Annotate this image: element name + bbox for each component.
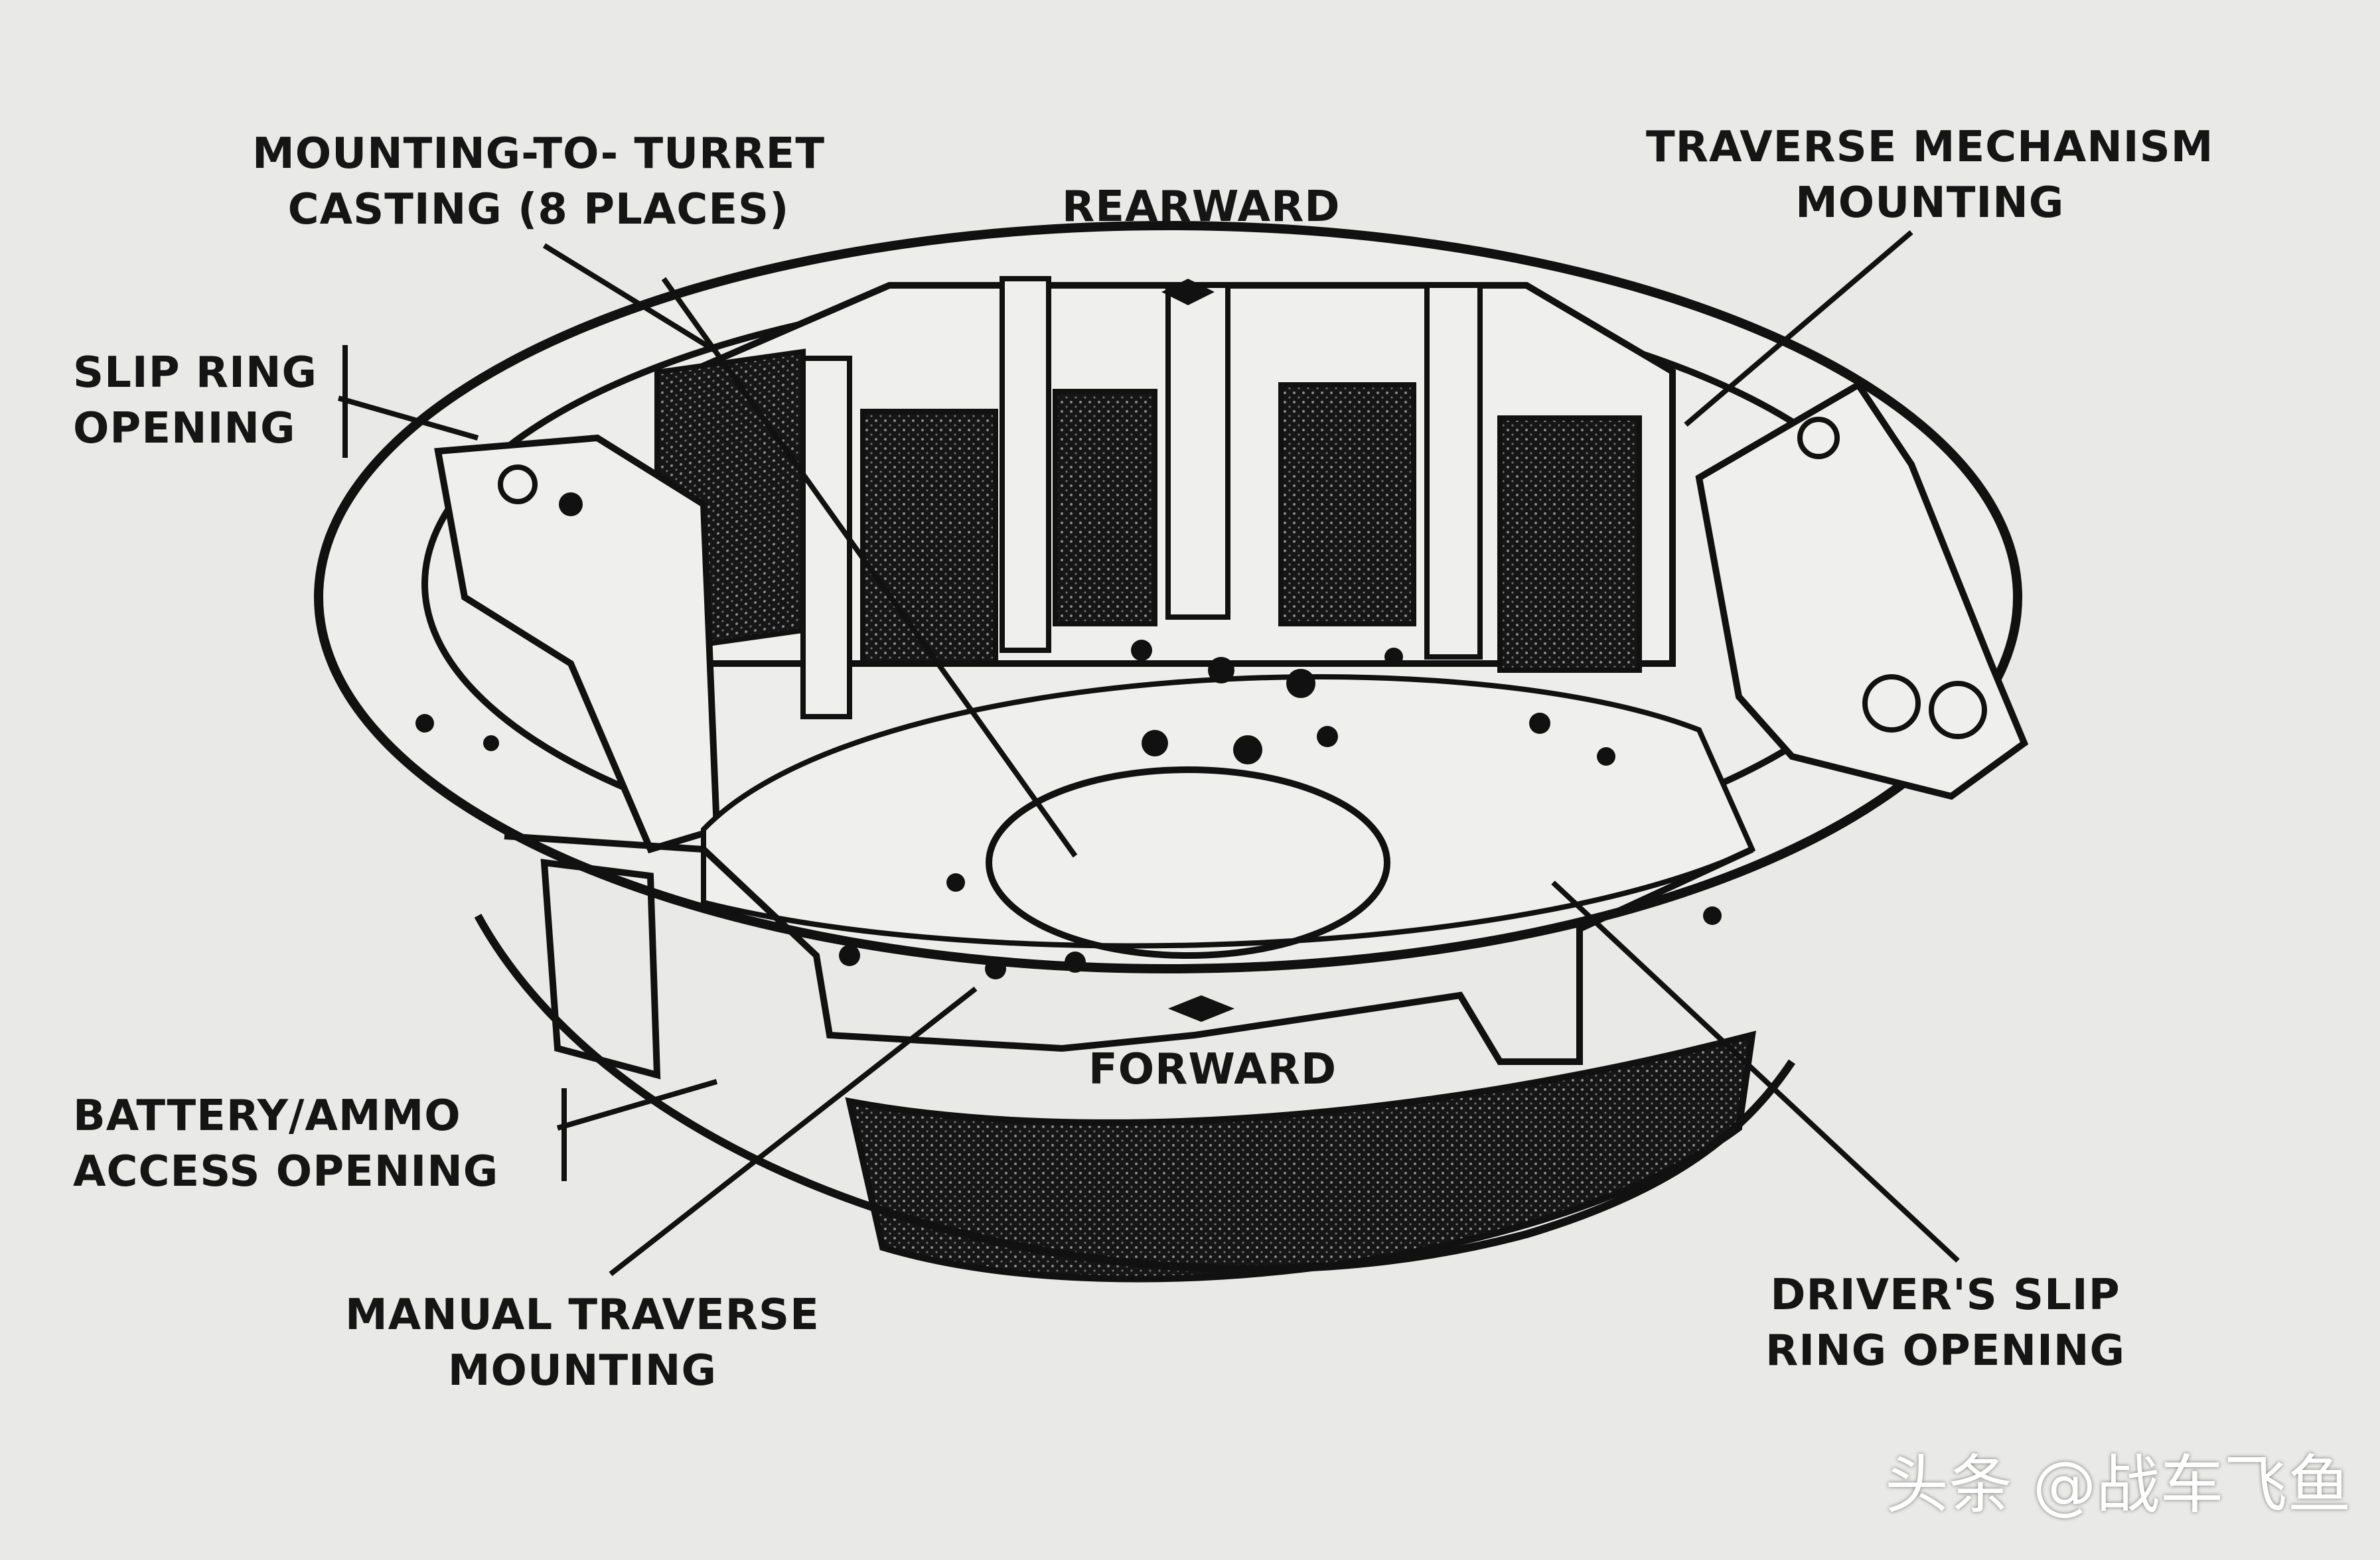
label-traverse-mech-line-2: MOUNTING xyxy=(1795,178,2065,228)
right-bolt-1 xyxy=(1797,417,1840,459)
label-drivers-line-1: DRIVER'S SLIP xyxy=(1770,1271,2120,1320)
label-forward: FORWARD xyxy=(1088,1042,1337,1098)
label-battery-line-1: BATTERY/AMMO xyxy=(73,1092,461,1141)
leader-lines xyxy=(337,230,1960,1277)
battery-opening-frame xyxy=(540,859,661,1080)
post-4 xyxy=(1424,283,1483,660)
wall-panel-5 xyxy=(1497,415,1642,673)
right-bolt-3 xyxy=(1929,681,1987,739)
label-slip-ring-line-2: OPENING xyxy=(73,404,296,453)
post-2 xyxy=(1000,276,1051,653)
label-manual-traverse-mounting: MANUAL TRAVERSE MOUNTING xyxy=(345,1287,820,1399)
label-battery-ammo-access-opening: BATTERY/AMMO ACCESS OPENING xyxy=(73,1088,498,1200)
wall-panel-3 xyxy=(1053,389,1157,626)
forward-marker xyxy=(1168,995,1234,1022)
post-3 xyxy=(1165,283,1230,620)
post-1 xyxy=(800,356,852,719)
label-slip-ring-line-1: SLIP RING xyxy=(73,348,318,397)
rearward-marker xyxy=(1161,279,1215,305)
left-bolt-2 xyxy=(559,492,583,516)
wall-panel-2 xyxy=(860,409,998,666)
floor-holes xyxy=(415,640,1722,979)
label-traverse-mechanism-mounting: TRAVERSE MECHANISM MOUNTING xyxy=(1646,119,2213,231)
watermark: 头条 @战车飞鱼 xyxy=(1885,1448,2351,1522)
right-bolt-2 xyxy=(1862,674,1921,733)
label-mounting-line-2: CASTING (8 PLACES) xyxy=(287,185,790,234)
left-bolt-1 xyxy=(498,464,538,504)
label-mounting-to-turret-casting: MOUNTING-TO- TURRET CASTING (8 PLACES) xyxy=(252,126,825,238)
label-manual-line-2: MOUNTING xyxy=(447,1346,717,1395)
basket-bottom-edge xyxy=(474,914,1795,1273)
label-mounting-line-1: MOUNTING-TO- TURRET xyxy=(252,129,825,178)
front-step-plate xyxy=(504,833,1754,1065)
wall-panel-4 xyxy=(1278,382,1416,626)
left-bracket xyxy=(434,434,721,854)
label-traverse-mech-line-1: TRAVERSE MECHANISM xyxy=(1646,123,2214,172)
label-battery-line-2: ACCESS OPENING xyxy=(73,1147,499,1196)
label-rearward: REARWARD xyxy=(1062,179,1340,235)
floor-center-opening xyxy=(986,766,1390,959)
label-manual-line-1: MANUAL TRAVERSE xyxy=(345,1291,820,1340)
label-drivers-slip-ring-opening: DRIVER'S SLIP RING OPENING xyxy=(1765,1267,2125,1379)
label-drivers-line-2: RING OPENING xyxy=(1765,1326,2125,1376)
label-forward-text: FORWARD xyxy=(1088,1045,1337,1094)
label-rearward-text: REARWARD xyxy=(1062,182,1341,232)
label-slip-ring-opening: SLIP RING OPENING xyxy=(73,345,317,457)
right-bracket xyxy=(1695,380,2029,800)
